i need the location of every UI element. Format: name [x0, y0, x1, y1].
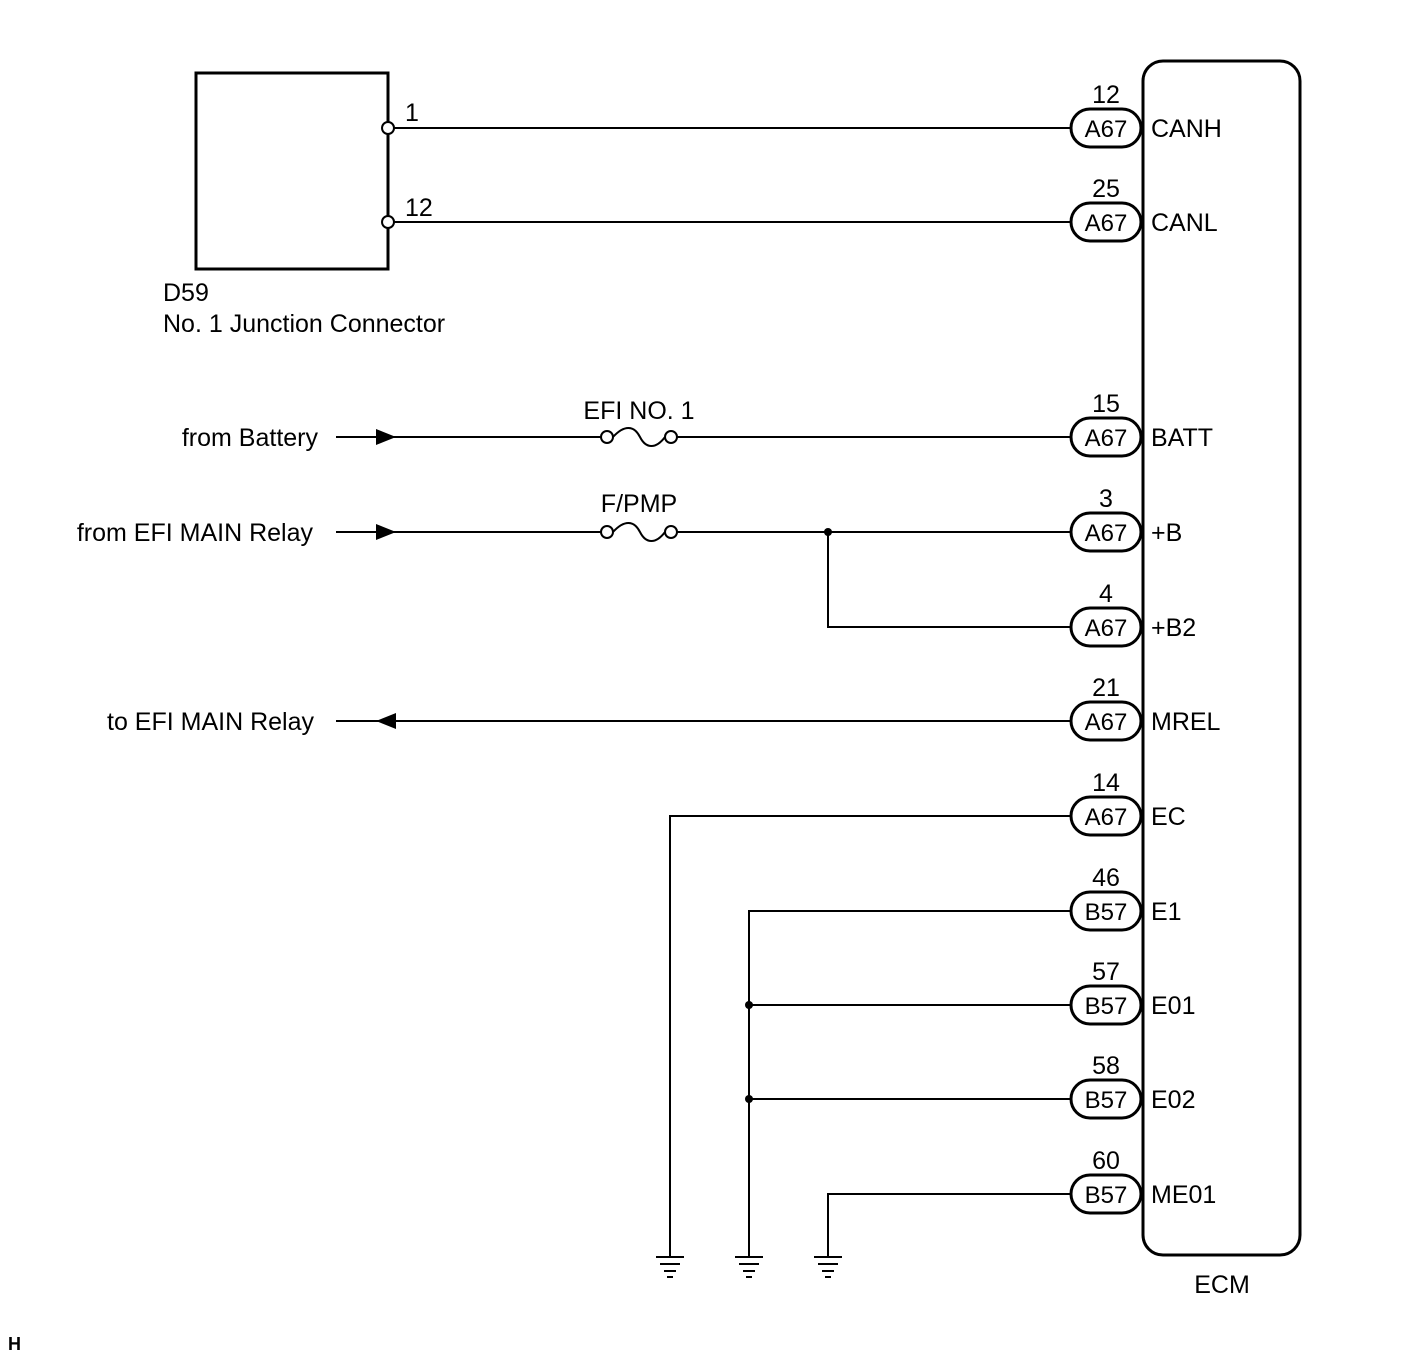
terminal-pin-number: 21	[1092, 674, 1120, 702]
arrow-right-icon	[376, 429, 396, 445]
source-to-efi-main: to EFI MAIN Relay	[107, 708, 314, 736]
connector-pill	[1069, 890, 1143, 932]
splice-dot	[745, 1001, 753, 1009]
connector-code: A67	[1085, 709, 1128, 736]
junction-connector-name: No. 1 Junction Connector	[163, 310, 445, 338]
terminal-signal-name: +B	[1151, 519, 1182, 547]
junction-connector-box	[194, 71, 390, 271]
ecm-box	[1141, 59, 1302, 1257]
wire-e1	[748, 910, 1072, 1256]
wire-ec	[669, 815, 1072, 1256]
fuse-efi-terminal-right	[664, 430, 678, 444]
connector-pill	[1069, 201, 1143, 243]
ground-icon	[814, 1256, 842, 1278]
connector-pill	[1069, 511, 1143, 553]
terminal-signal-name: E02	[1151, 1086, 1195, 1114]
junction-pin-12-label: 12	[405, 194, 433, 222]
terminal-signal-name: +B2	[1151, 614, 1196, 642]
connector-pill	[1069, 416, 1143, 458]
terminal-pin-number: 4	[1099, 580, 1113, 608]
connector-pill	[1069, 606, 1143, 648]
connector-code: B57	[1085, 1182, 1128, 1209]
arrow-left-icon	[376, 713, 396, 729]
terminal-signal-name: E1	[1151, 898, 1182, 926]
terminal-signal-name: MREL	[1151, 708, 1221, 736]
terminal-signal-name: EC	[1151, 803, 1186, 831]
fuse-efi-icon	[612, 427, 666, 447]
terminal-signal-name: BATT	[1151, 424, 1213, 452]
terminal-pin-number: 46	[1092, 864, 1120, 892]
wire-plus-b2	[827, 532, 1072, 628]
connector-code: B57	[1085, 1087, 1128, 1114]
connector-code: A67	[1085, 804, 1128, 831]
terminal-signal-name: CANH	[1151, 115, 1222, 143]
terminal-pin-number: 25	[1092, 175, 1120, 203]
arrow-right-icon	[376, 524, 396, 540]
terminal-signal-name: ME01	[1151, 1181, 1216, 1209]
connector-pill	[1069, 107, 1143, 149]
fuse-fpmp-terminal-left	[600, 525, 614, 539]
corner-mark: H	[8, 1334, 21, 1354]
terminal-pin-number: 60	[1092, 1147, 1120, 1175]
terminal-pin-number: 3	[1099, 485, 1113, 513]
source-from-battery: from Battery	[182, 424, 319, 452]
terminal-pin-number: 58	[1092, 1052, 1120, 1080]
junction-connector-code: D59	[163, 279, 209, 307]
terminal-pin-number: 15	[1092, 390, 1120, 418]
fuse-fpmp-icon	[612, 522, 666, 542]
connector-pill	[1069, 795, 1143, 837]
wire-me01	[827, 1193, 1072, 1256]
connector-code: A67	[1085, 425, 1128, 452]
connector-code: A67	[1085, 116, 1128, 143]
terminal-signal-name: E01	[1151, 992, 1195, 1020]
terminal-signal-name: CANL	[1151, 209, 1218, 237]
fuse-fpmp-terminal-right	[664, 525, 678, 539]
terminal-pin-number: 14	[1092, 769, 1120, 797]
fuse-efi-terminal-left	[600, 430, 614, 444]
junction-pin-12-terminal	[381, 215, 395, 229]
junction-pin-1-terminal	[381, 121, 395, 135]
connector-code: A67	[1085, 520, 1128, 547]
terminal-pin-number: 57	[1092, 958, 1120, 986]
connector-code: B57	[1085, 993, 1128, 1020]
ground-icon	[656, 1256, 684, 1278]
connector-pill	[1069, 1078, 1143, 1120]
fuse-efi-label: EFI NO. 1	[583, 397, 694, 425]
terminal-pin-number: 12	[1092, 81, 1120, 109]
source-from-efi-main: from EFI MAIN Relay	[77, 519, 314, 547]
fuse-fpmp-label: F/PMP	[601, 490, 677, 518]
connector-code: B57	[1085, 899, 1128, 926]
connector-pill	[1069, 700, 1143, 742]
ground-icon	[735, 1256, 763, 1278]
connector-pill	[1069, 1173, 1143, 1215]
ecm-label: ECM	[1194, 1271, 1250, 1299]
connector-code: A67	[1085, 210, 1128, 237]
connector-pill	[1069, 984, 1143, 1026]
connector-code: A67	[1085, 615, 1128, 642]
splice-dot	[745, 1095, 753, 1103]
junction-pin-1-label: 1	[405, 99, 419, 127]
